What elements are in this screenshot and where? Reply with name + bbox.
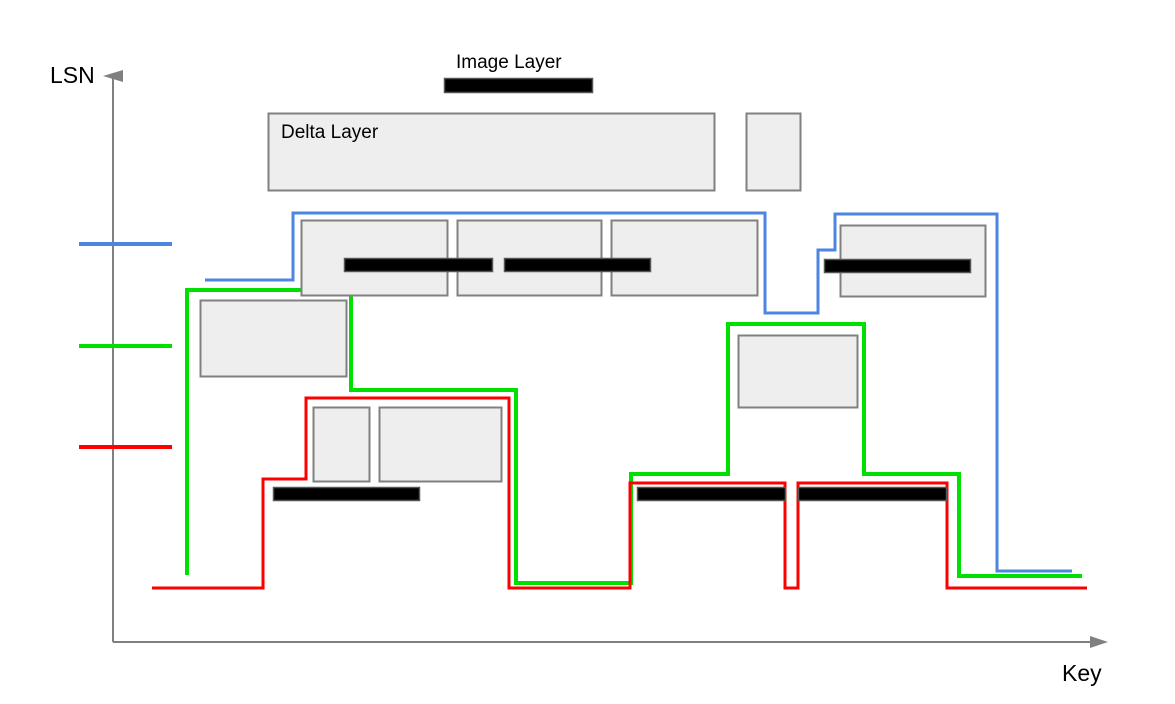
y-axis-label: LSN xyxy=(50,62,95,88)
step-lines-group xyxy=(152,211,1087,590)
red-bar-3[interactable] xyxy=(797,486,948,502)
green-step-line xyxy=(185,288,1082,585)
delta-layer-box-small[interactable] xyxy=(745,112,802,192)
tick-group xyxy=(79,242,172,449)
red-box-2[interactable] xyxy=(378,406,503,483)
blue-step-line xyxy=(205,211,1072,573)
delta-layer-box[interactable] xyxy=(267,112,716,192)
red-step-line xyxy=(152,396,1087,590)
delta-layer-label: Delta Layer xyxy=(281,122,379,143)
blue-bar-1[interactable] xyxy=(343,257,494,273)
red-box-1[interactable] xyxy=(312,406,371,483)
axes-group xyxy=(103,70,1108,648)
blue-bar-2[interactable] xyxy=(503,257,652,273)
image-layer-bar[interactable] xyxy=(443,77,594,94)
green-box-2[interactable] xyxy=(737,334,859,409)
red-bar-1[interactable] xyxy=(272,486,421,502)
green-box-1[interactable] xyxy=(199,299,348,378)
layer-boxes-group xyxy=(199,112,987,483)
x-axis-label: Key xyxy=(1062,660,1102,686)
red-bar-2[interactable] xyxy=(636,486,787,502)
image-layer-label: Image Layer xyxy=(456,52,562,73)
layer-bars-group xyxy=(272,77,972,502)
blue-bar-3[interactable] xyxy=(823,258,972,274)
